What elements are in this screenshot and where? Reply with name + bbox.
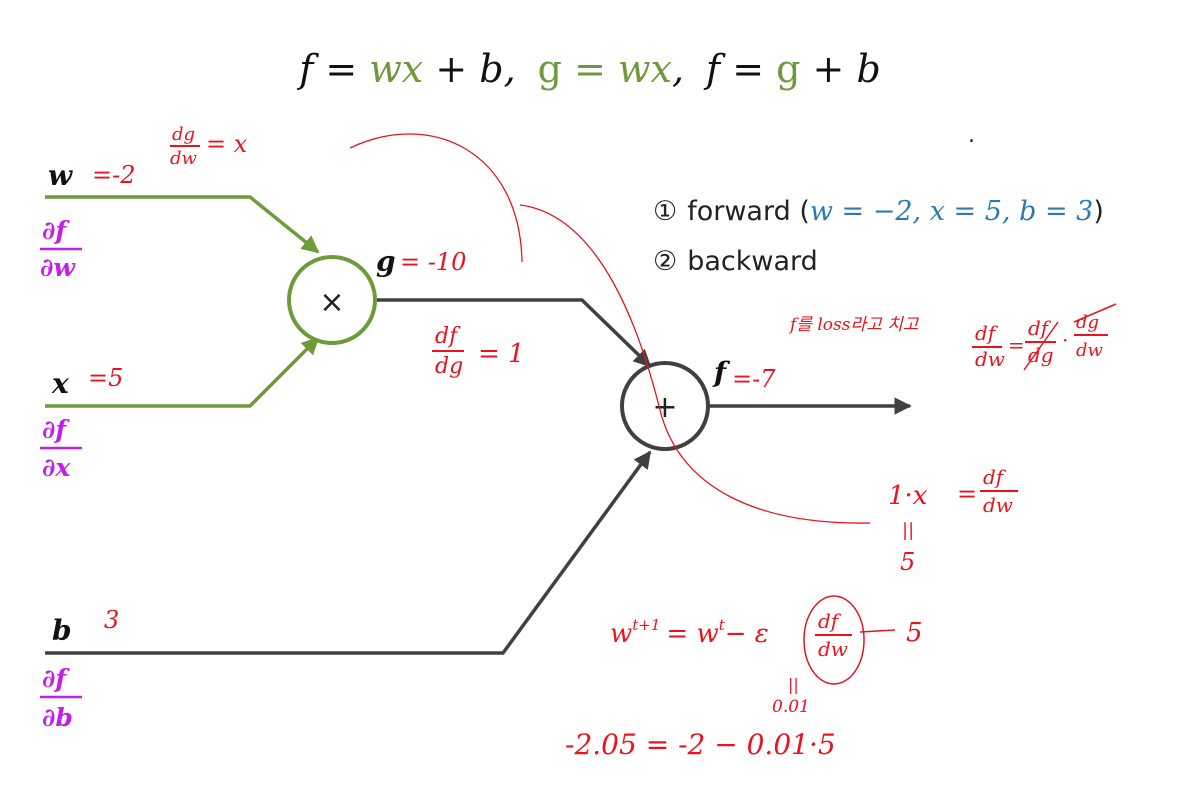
- partial-f-b-num: ∂f: [42, 664, 70, 693]
- input-x-label: x: [51, 367, 69, 400]
- note-x-value: =5: [88, 364, 123, 392]
- note-dgdw-eq: = x: [206, 130, 248, 158]
- step-forward: ① forward (w = −2, x = 5, b = 3): [653, 196, 1104, 227]
- step-forward-text: forward (: [687, 196, 810, 227]
- partial-f-w-num: ∂f: [42, 216, 70, 245]
- note-dfdg-num: df: [435, 324, 461, 349]
- note-chain-b-cancel: [1023, 321, 1059, 371]
- note-dfdg-eq: = 1: [478, 339, 525, 369]
- formula-f2-eq: =: [720, 47, 776, 91]
- node-f-label: f: [712, 356, 731, 389]
- note-f-value: =-7: [732, 365, 776, 393]
- partial-f-w: ∂f ∂w: [40, 216, 82, 282]
- edge-mul-to-add: [377, 298, 652, 368]
- step-backward-num: ②: [653, 246, 677, 277]
- note-update-eq: = w: [666, 619, 718, 649]
- note-update-sup2: t: [719, 616, 726, 634]
- edge-b-to-add: [45, 450, 652, 655]
- note-loss: f를 loss라고 치고: [788, 315, 920, 335]
- note-update-den: dw: [818, 637, 848, 661]
- formula-f1-rhs: wx: [369, 47, 423, 91]
- partial-f-x: ∂f ∂x: [40, 415, 82, 482]
- step-forward-values: w = −2, x = 5, b = 3: [810, 196, 1093, 227]
- note-w-value: =-2: [92, 161, 136, 189]
- formula-f1-eq: =: [313, 47, 369, 91]
- note-one-x-eq: =: [957, 480, 977, 508]
- note-chain-c-cancel: [1073, 303, 1117, 323]
- note-update-connector: [859, 629, 896, 633]
- note-update: wt+1 = wt− ε: [610, 616, 769, 649]
- note-final-calc: -2.05 = -2 − 0.01·5: [565, 728, 836, 761]
- note-b-value: 3: [104, 606, 119, 634]
- note-chain-c-num: dg: [1076, 312, 1099, 333]
- note-dgdw-num: dg: [172, 124, 195, 145]
- formula-g-lhs: g: [538, 47, 562, 91]
- input-w-label: w: [48, 159, 73, 192]
- note-chain-b-num: df: [1028, 316, 1052, 340]
- note-one-x-den: dw: [983, 493, 1013, 517]
- formula-f2-g: g: [776, 47, 800, 91]
- input-b-label: b: [52, 614, 72, 647]
- note-update-minus: − ε: [725, 619, 769, 649]
- step-backward: ② backward: [653, 246, 818, 277]
- multiply-node: [287, 255, 377, 345]
- formula-g-eq: =: [562, 47, 618, 91]
- edge-w-to-mul: [45, 195, 320, 254]
- formula-f1-tail: + b,: [423, 47, 515, 91]
- note-chain-a-den: dw: [975, 347, 1005, 371]
- note-chain-eq: =: [1008, 333, 1025, 357]
- step-backward-text: backward: [687, 246, 818, 277]
- edge-x-to-mul: [45, 336, 320, 408]
- note-five: 5: [900, 548, 915, 576]
- formula-line: f = wx + b,g = wx,f = g + b: [296, 47, 881, 91]
- partial-f-x-den: ∂x: [42, 453, 71, 482]
- add-node: [620, 361, 710, 451]
- multiply-symbol: ×: [319, 285, 344, 320]
- partial-f-x-num: ∂f: [42, 415, 70, 444]
- stray-dot: .: [968, 123, 975, 148]
- note-parallel: ||: [902, 520, 914, 541]
- note-chain-a-num: df: [975, 321, 999, 345]
- step-forward-close: ): [1093, 196, 1104, 227]
- note-update-num: df: [818, 609, 842, 633]
- note-one-x-num: df: [983, 465, 1007, 489]
- note-update-circle: [803, 595, 865, 685]
- note-eps-parallel: ||: [788, 675, 799, 694]
- partial-f-b-den: ∂b: [42, 703, 73, 732]
- note-g-value: = -10: [400, 248, 466, 276]
- note-dfdg-den: dg: [435, 354, 463, 379]
- partial-f-w-den: ∂w: [40, 253, 76, 282]
- note-dgdw-den: dw: [170, 148, 198, 169]
- note-update-five: 5: [906, 618, 923, 648]
- note-one-x: 1·x: [888, 481, 928, 511]
- formula-g-tail: ,: [672, 47, 684, 91]
- formula-f2-tail: + b: [800, 47, 880, 91]
- node-g-label: g: [376, 245, 396, 278]
- annotation-curve: [349, 133, 871, 524]
- handwritten-notes: =-2 dg dw = x =5 3 = -10 =-7 df dg = 1 f…: [88, 124, 1117, 761]
- partial-f-b: ∂f ∂b: [40, 664, 82, 732]
- note-update-lhs: w: [610, 619, 632, 649]
- formula-g-rhs: wx: [618, 47, 672, 91]
- note-eps-value: 0.01: [772, 697, 810, 717]
- step-forward-num: ①: [653, 196, 677, 227]
- note-chain-dot: ·: [1062, 328, 1068, 352]
- note-chain-c-den: dw: [1076, 340, 1104, 361]
- note-update-sup: t+1: [632, 616, 660, 634]
